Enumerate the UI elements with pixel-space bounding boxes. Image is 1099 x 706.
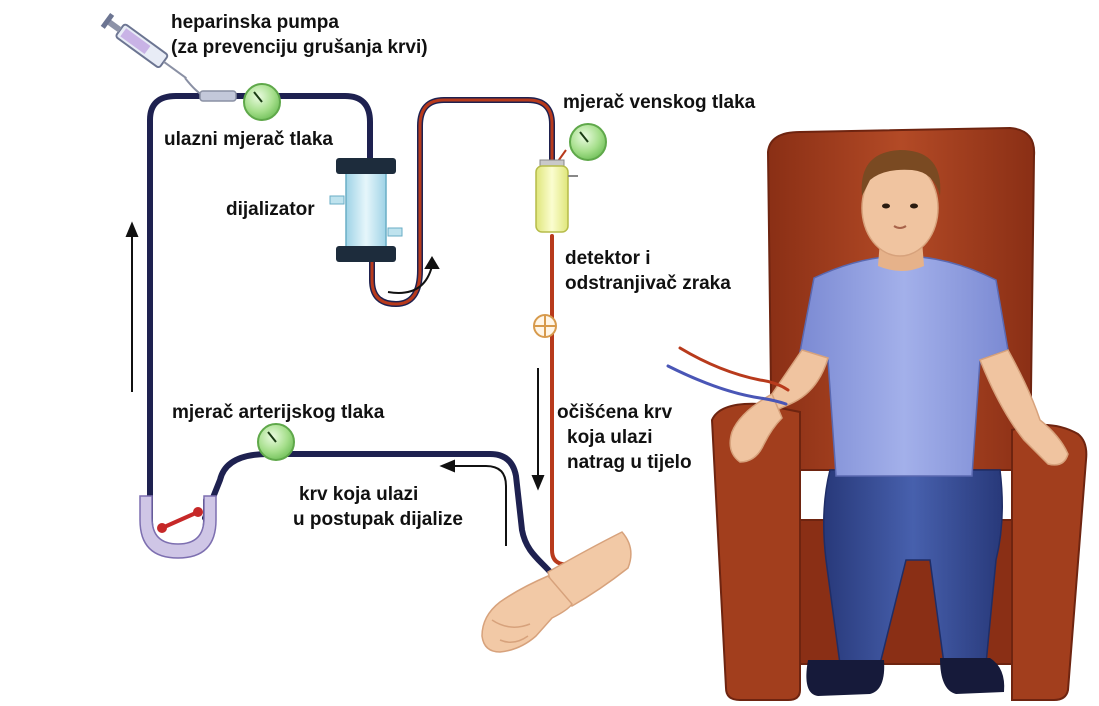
- blood-in-label-line-1: krv koja ulazi: [299, 484, 419, 505]
- inlet-pressure-label: ulazni mjerač tlaka: [164, 129, 333, 150]
- air-detector-label: detektor i odstranjivač zraka: [565, 246, 731, 296]
- heparin-pump-label-line-2: (za prevenciju grušanja krvi): [171, 37, 428, 58]
- heparin-connector: [199, 90, 237, 102]
- heparin-syringe-icon: [100, 12, 187, 80]
- flow-arrow-curved-dialyzer: [387, 256, 440, 294]
- arterial-pressure-gauge-icon: [257, 423, 295, 461]
- flow-arrow-blood-in: [439, 459, 507, 546]
- clean-blood-label-line-3: natrag u tijelo: [567, 452, 692, 473]
- heparin-pump-label: heparinska pumpa (za prevenciju grušanja…: [171, 10, 428, 60]
- dialyzer-label: dijalizator: [226, 199, 315, 220]
- air-detector-label-line-2: odstranjivač zraka: [565, 273, 731, 294]
- flow-arrow-down: [531, 368, 545, 491]
- arterial-pressure-label: mjerač arterijskog tlaka: [172, 402, 385, 423]
- heparin-pump-label-line-1: heparinska pumpa: [171, 12, 339, 33]
- clean-blood-label-line-2: koja ulazi: [567, 427, 653, 448]
- patient-forearm-illustration: [481, 531, 632, 653]
- patient-illustration: [729, 150, 1069, 696]
- blood-in-label-line-2: u postupak dijalize: [293, 509, 463, 530]
- air-trap-icon: [535, 159, 578, 233]
- dialyzer-outlet-line: [369, 97, 555, 308]
- venous-pressure-label: mjerač venskog tlaka: [563, 92, 756, 113]
- blood-pump-icon: [139, 495, 217, 559]
- blood-in-label: krv koja ulazi u postupak dijalize: [293, 482, 463, 532]
- clean-blood-label: očišćena krv koja ulazi natrag u tijelo: [557, 400, 692, 475]
- inlet-pressure-gauge-icon: [243, 83, 281, 121]
- dialyzer-icon: [329, 158, 403, 262]
- air-detector-label-line-1: detektor i: [565, 248, 651, 269]
- patient-access-lines: [666, 346, 790, 406]
- venous-pressure-gauge-icon: [555, 123, 607, 165]
- clean-blood-label-line-1: očišćena krv: [557, 402, 673, 423]
- flow-arrow-up: [125, 221, 139, 392]
- clamp-icon: [533, 314, 557, 338]
